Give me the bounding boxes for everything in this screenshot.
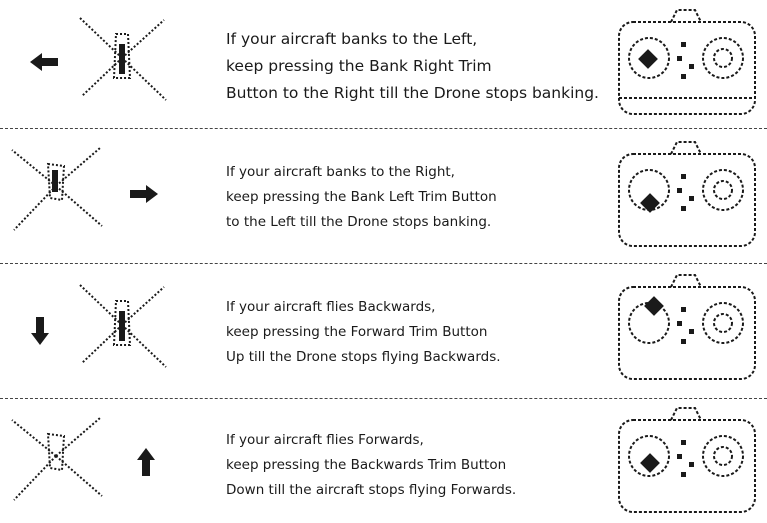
instruction-line: keep pressing the Bank Right Trim — [226, 57, 492, 75]
instruction-line: Button to the Right till the Drone stops… — [226, 84, 599, 102]
drone-tilted-left-icon — [79, 17, 167, 101]
remote-controller-icon — [618, 407, 756, 513]
remote-controller-icon — [618, 141, 756, 247]
instruction-line: If your aircraft banks to the Right, — [226, 164, 455, 180]
instruction-text: If your aircraft banks to the Right, kee… — [226, 160, 497, 235]
dashed-divider — [0, 128, 767, 129]
instruction-text: If your aircraft banks to the Left, keep… — [226, 26, 599, 107]
instruction-text: If your aircraft flies Backwards, keep p… — [226, 295, 501, 370]
instruction-line: If your aircraft flies Forwards, — [226, 432, 424, 448]
instruction-row-bank-left: If your aircraft banks to the Left, keep… — [0, 0, 767, 128]
instruction-line: Down till the aircraft stops flying Forw… — [226, 482, 517, 498]
arrow-up-icon — [137, 448, 155, 476]
instruction-line: keep pressing the Forward Trim Button — [226, 324, 488, 340]
drone-tilted-right-icon — [11, 147, 103, 231]
drone-tilted-forward-icon — [11, 417, 103, 501]
arrow-right-icon — [130, 185, 158, 203]
dashed-divider — [0, 263, 767, 264]
instruction-line: If your aircraft banks to the Left, — [226, 30, 478, 48]
instruction-line: keep pressing the Bank Left Trim Button — [226, 189, 497, 205]
remote-controller-icon — [618, 9, 756, 115]
instruction-line: keep pressing the Backwards Trim Button — [226, 457, 507, 473]
remote-controller-icon — [618, 274, 756, 380]
instruction-line: If your aircraft flies Backwards, — [226, 299, 436, 315]
instruction-line: to the Left till the Drone stops banking… — [226, 214, 492, 230]
arrow-left-icon — [30, 53, 58, 71]
instruction-text: If your aircraft flies Forwards, keep pr… — [226, 428, 516, 503]
instruction-line: Up till the Drone stops flying Backwards… — [226, 349, 501, 365]
dashed-divider — [0, 398, 767, 399]
instruction-row-backwards: If your aircraft flies Backwards, keep p… — [0, 267, 767, 395]
instruction-row-forwards: If your aircraft flies Forwards, keep pr… — [0, 402, 767, 523]
instruction-row-bank-right: If your aircraft banks to the Right, kee… — [0, 132, 767, 260]
drone-tilted-back-icon — [79, 284, 167, 368]
arrow-down-icon — [31, 317, 49, 345]
